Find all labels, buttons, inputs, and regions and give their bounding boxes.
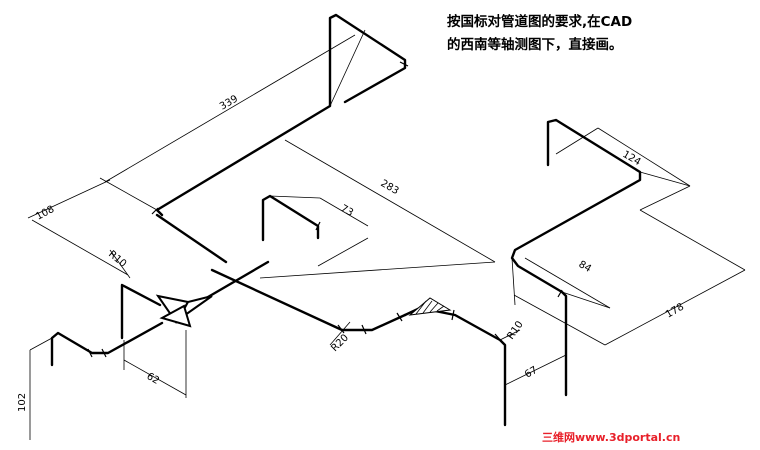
pipe-right-upper	[510, 118, 642, 397]
watermark: 三维网www.3dportal.cn	[542, 430, 680, 444]
dim-84: 84	[577, 259, 594, 275]
pipe-network	[50, 13, 642, 427]
pipe-mid-right	[403, 306, 507, 427]
hatch-support	[408, 297, 452, 316]
pipe-center-to-right	[210, 268, 407, 332]
dim-67: 67	[523, 365, 540, 381]
dim-124: 124	[621, 149, 643, 168]
radius-r10-left: R10	[106, 249, 128, 270]
dim-283: 283	[379, 178, 401, 197]
pipe-valve-to-center	[206, 260, 270, 299]
pipe-center-stub	[261, 194, 320, 242]
dimension-lines	[27, 29, 746, 440]
pipe-top-down	[155, 213, 228, 264]
dim-62: 62	[145, 371, 162, 387]
pipe-top-long	[155, 13, 407, 217]
title-line-1: 按国标对管道图的要求,在CAD	[447, 13, 632, 30]
pipe-valve-branch	[120, 283, 162, 340]
dim-102: 102	[17, 393, 28, 412]
dim-339: 339	[218, 94, 240, 113]
radius-r20: R20	[329, 332, 351, 354]
dim-178: 178	[664, 302, 686, 321]
joint-ticks	[87, 61, 563, 358]
pipe-left-riser	[50, 321, 164, 367]
title-line-2: 的西南等轴测图下，直接画。	[447, 36, 623, 53]
radius-r10-right: R10	[505, 319, 525, 341]
valve-icon	[155, 294, 213, 328]
